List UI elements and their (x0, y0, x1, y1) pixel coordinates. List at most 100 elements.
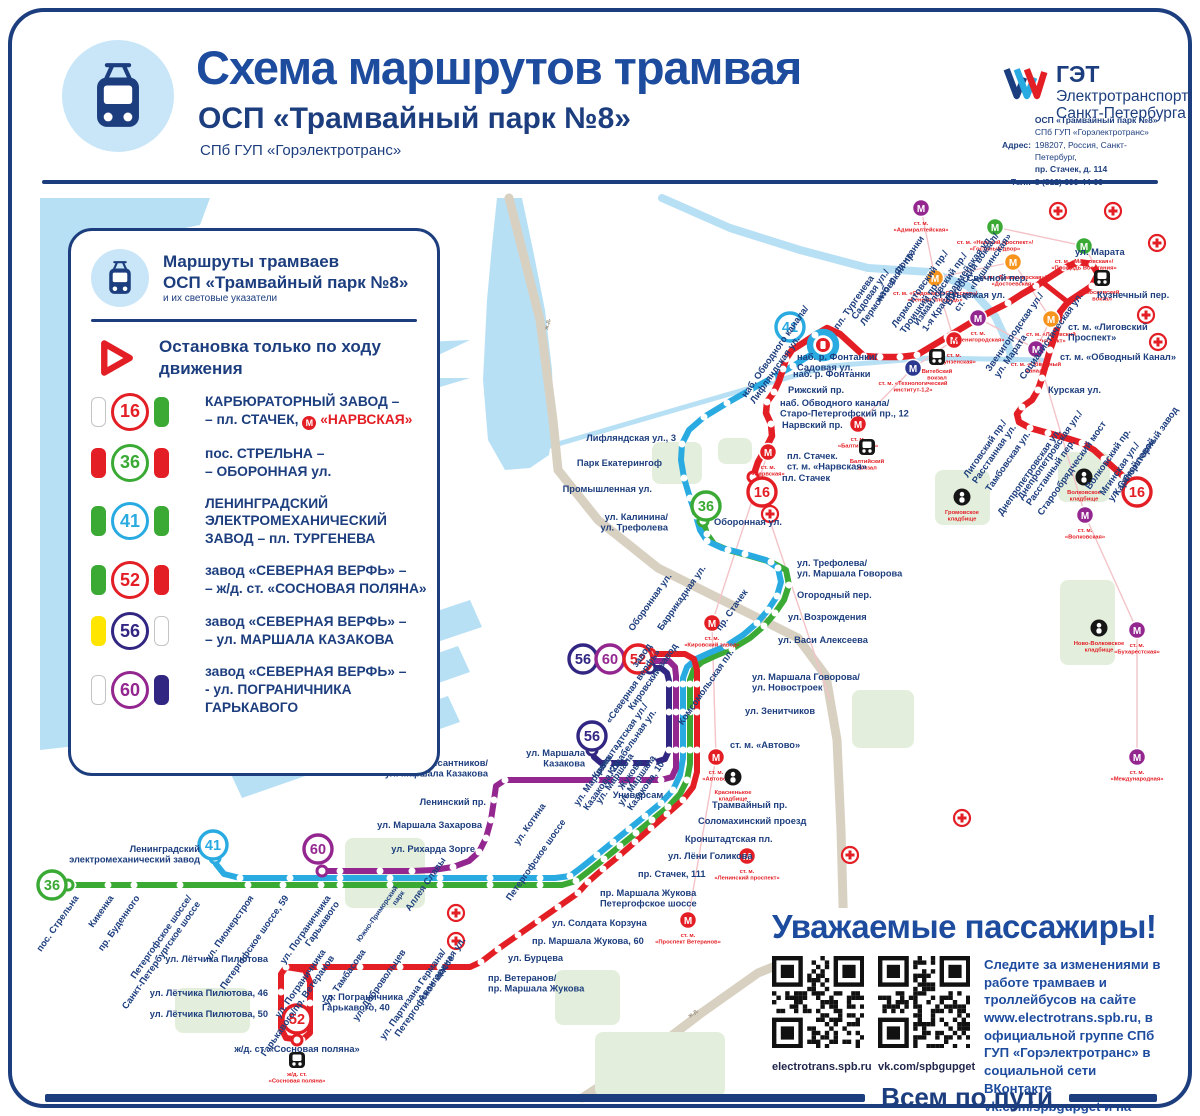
poi-label: Витебский (922, 368, 953, 375)
stop-dot (686, 708, 694, 716)
metro-letter: М (712, 753, 720, 764)
landmark-icon (1075, 468, 1093, 486)
route-number-badge: 60 (111, 671, 149, 710)
map-label: Лифляндская ул., 3 (586, 433, 676, 443)
map-label-text: Курская ул. (1048, 385, 1101, 395)
map-label: ул. Лётчика Пилютова, 50 (150, 1009, 268, 1019)
stop-dot (477, 958, 485, 966)
stop-dot (770, 388, 778, 396)
stop-dot (686, 746, 694, 754)
stop-dot (665, 708, 673, 716)
route-16-crossbar-line (1038, 278, 1072, 306)
stop-dot (554, 903, 562, 911)
park (555, 970, 620, 1025)
light-indicator-left (91, 506, 106, 537)
stop-dot (683, 776, 691, 784)
stop-dot (753, 619, 761, 627)
stop-dot (436, 963, 444, 971)
qr1-label: electrotrans.spb.ru (772, 1061, 872, 1074)
stop-dot (657, 776, 665, 784)
route-number-badge: 41 (111, 502, 149, 541)
stop-dot (657, 799, 665, 807)
stop-dot (1046, 346, 1054, 354)
light-indicator-left (91, 565, 106, 596)
light-indicator-right (154, 616, 169, 647)
stop-dot (176, 881, 184, 889)
stop-dot (782, 355, 790, 363)
map-label-text: Кронштадтская пл. (685, 834, 773, 844)
stop-dot (679, 746, 687, 754)
map-label-text: ул. Новостроек (752, 683, 823, 693)
poi-label: «Адмиралтейская» (894, 227, 949, 234)
map-label: ст. м. «Автово» (730, 740, 800, 750)
hospital-icon (1155, 238, 1159, 248)
stop-dot (1088, 282, 1096, 290)
map-label: пр. Стачек, 111 (638, 869, 706, 879)
poi-label: ст. м. (1130, 770, 1145, 776)
map-label: ж/д. ст. «Сосновая поляна» (233, 1044, 359, 1054)
map-label: ул. Зенитчиков (745, 706, 815, 716)
stop-dot (631, 838, 639, 846)
metro-icon (1026, 339, 1046, 359)
contact-block: ОСП «Трамвайный парк №8» СПб ГУП «Горэле… (1002, 114, 1160, 188)
stop-dot (648, 816, 656, 824)
hospital-icon (1156, 337, 1160, 347)
stop-dot (1034, 386, 1042, 394)
metro-icon (1041, 309, 1061, 329)
stop-dot (728, 645, 736, 653)
metro-letter: М (991, 223, 999, 234)
route-description: пос. СТРЕЛЬНА –– ОБОРОННАЯ ул. (205, 445, 332, 479)
stop-dot (722, 642, 730, 650)
route-description: КАРБЮРАТОРНЫЙ ЗАВОД –– пл. СТАЧЕК, М «НА… (205, 393, 412, 431)
poi-label: «Нарвская» (751, 472, 785, 478)
hospital-icon (960, 813, 964, 823)
map-label: ул. Васи Алексеева (778, 635, 869, 645)
stop-dot (678, 440, 686, 448)
stop-dot (789, 362, 797, 370)
stop-dot (1018, 403, 1026, 411)
map-label-text: Промышленная ул. (563, 484, 652, 494)
poi-label: вокзал (1092, 297, 1112, 303)
map-label-text: ул. Маршала Захарова (377, 820, 483, 830)
hospital-icon (848, 850, 852, 860)
org-name: СПб ГУП «Горэлектротранс» (200, 142, 402, 159)
get-chevrons-icon (1003, 68, 1048, 100)
poi-label: Громовское (945, 510, 980, 516)
stop-dot (680, 474, 688, 482)
poi-label: ст. м. (740, 869, 755, 875)
map-label-text: наб. Обводного канала/ (780, 398, 890, 408)
metro-letter: М (1009, 258, 1017, 269)
page-subtitle: ОСП «Трамвайный парк №8» (198, 102, 631, 135)
map-label: ул. Десантников/ул. Маршала Казакова (385, 758, 489, 779)
map-label-text: Соломахинский проезд (698, 816, 807, 826)
route-badge-number: 41 (205, 838, 221, 854)
poi-label: ст. м. «Лиговский (1026, 331, 1076, 338)
stop-dot (536, 881, 544, 889)
stop-dot (665, 680, 673, 688)
metro-letter: М (684, 916, 692, 927)
stop-dot (779, 365, 787, 373)
map-label-text: ул. Зенитчиков (745, 706, 815, 716)
poi-label: «Площадь Восстания» (1051, 266, 1116, 272)
poi-label: Ново-Волковское (1074, 641, 1125, 647)
stop-dot (649, 759, 657, 767)
metro-icon (925, 268, 945, 288)
map-label: Петергофское шоссе (504, 817, 568, 902)
map-label: ул. Солдата Корзуна (552, 918, 648, 928)
metro-letter: М (917, 204, 925, 215)
poi-label: «Международная» (1110, 777, 1163, 783)
map-label: ул. Маршала Захарова (377, 820, 483, 830)
map-label: Универсам (613, 790, 664, 800)
rail-station-icon (292, 1054, 302, 1061)
metro-icon (758, 442, 778, 462)
stop-dot (763, 398, 771, 406)
route-badge-number: 16 (1129, 485, 1145, 501)
poi-label: институт-1,2» (893, 388, 932, 394)
stop-dot (764, 606, 772, 614)
route-number-badge: 52 (111, 561, 149, 600)
poi-label: «Фрунзенская» (932, 360, 976, 366)
stop-dot (634, 776, 642, 784)
